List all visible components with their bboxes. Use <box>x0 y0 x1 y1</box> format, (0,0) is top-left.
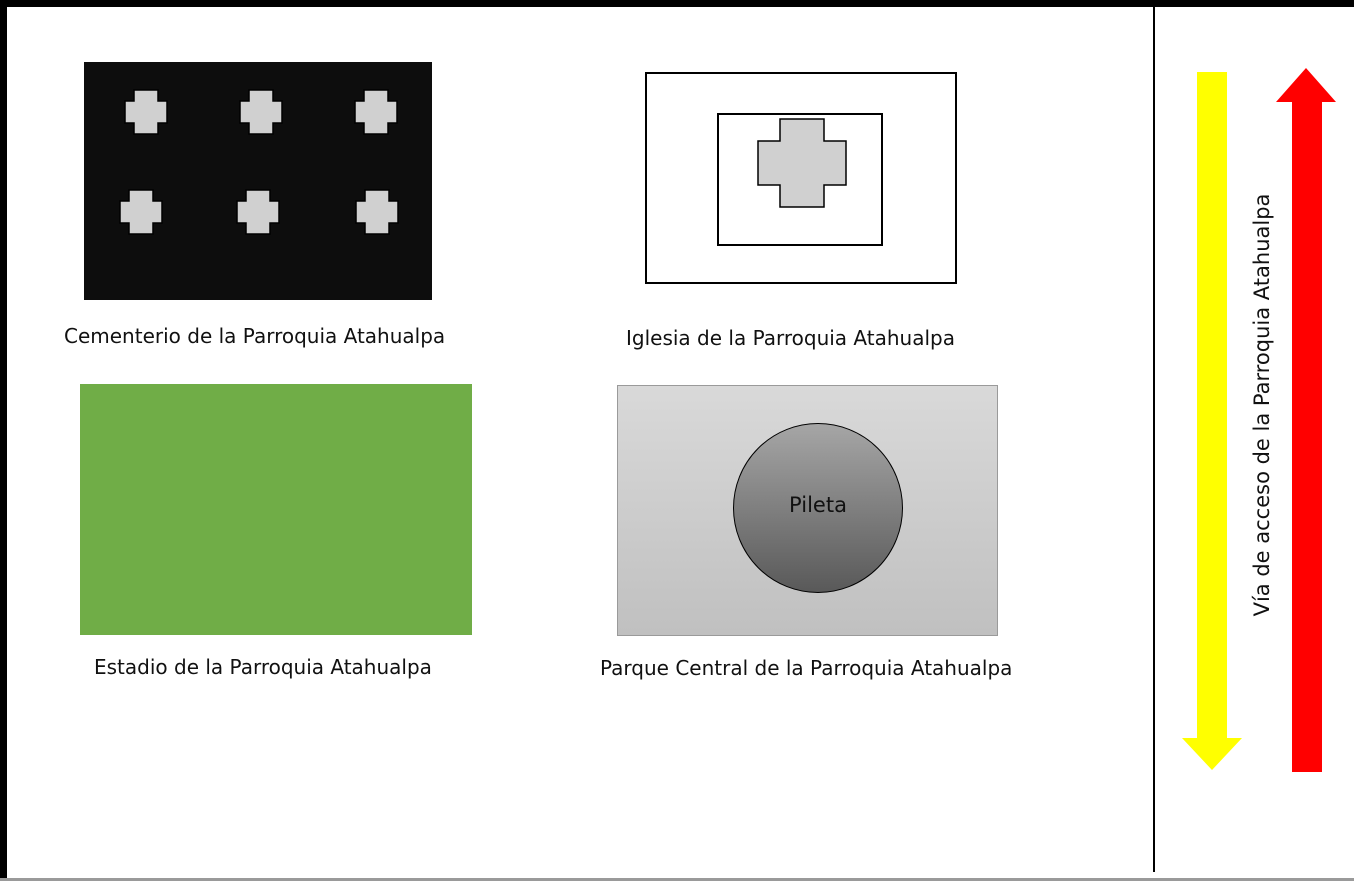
fountain-circle <box>733 423 903 593</box>
cross-icon <box>757 118 847 208</box>
road-arrows <box>1182 68 1336 772</box>
fountain-label: Pileta <box>789 493 847 517</box>
stadium-label: Estadio de la Parroquia Atahualpa <box>94 655 432 679</box>
cemetery-crosses <box>119 89 399 235</box>
cross-icon <box>236 189 280 235</box>
frame-top-border <box>0 0 1354 7</box>
cross-icon <box>124 89 168 135</box>
road-label-container: Vía de acceso de la Parroquia Atahualpa <box>1222 155 1302 655</box>
frame-bottom-border <box>0 878 1354 881</box>
cemetery-label: Cementerio de la Parroquia Atahualpa <box>64 324 446 348</box>
park-label: Parque Central de la Parroquia Atahualpa <box>600 656 1013 680</box>
arrow-up-icon <box>1276 68 1336 772</box>
stadium-block <box>80 384 472 635</box>
church-label: Iglesia de la Parroquia Atahualpa <box>626 326 955 350</box>
cross-icon <box>355 189 399 235</box>
frame-left-border <box>0 0 7 881</box>
road-divider-line <box>1153 0 1155 872</box>
arrow-down-icon <box>1182 72 1242 770</box>
road-label: Vía de acceso de la Parroquia Atahualpa <box>1250 193 1274 617</box>
cross-icon <box>239 89 283 135</box>
cross-icon <box>354 89 398 135</box>
cross-icon <box>119 189 163 235</box>
